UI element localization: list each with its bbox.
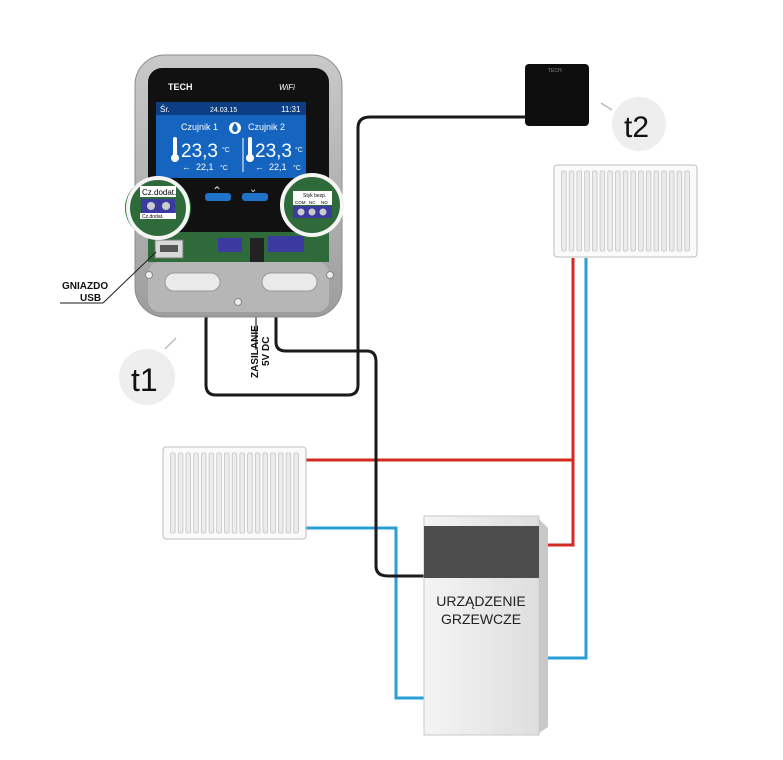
radiator-fin — [177, 452, 184, 534]
radiator-fin — [669, 170, 675, 252]
controller-device: TECH WiFi Śr. 24.03.15 11:31 Czujnik 1 C… — [125, 54, 344, 318]
radiator-fin — [231, 452, 238, 534]
screen-sensor2-temp: 23,3 — [255, 141, 292, 162]
radiator-fin — [576, 170, 582, 252]
radiator-fin — [239, 452, 245, 534]
controller-down-button[interactable]: ⌄ — [242, 184, 268, 201]
radiator-fin — [661, 170, 667, 252]
screen-sensor1-label: Czujnik 1 — [181, 122, 218, 132]
radiator-fin — [193, 452, 199, 534]
controller-screen: Śr. 24.03.15 11:31 Czujnik 1 Czujnik 2 2… — [156, 102, 306, 178]
return-pipes — [306, 258, 588, 700]
screen-sensor2-set: 22,1 — [269, 162, 287, 172]
radiator-fin — [224, 452, 230, 534]
terminal-left-label: Cz.dodat. — [142, 188, 176, 197]
radiator-fin — [622, 170, 629, 252]
regulator-body — [525, 64, 589, 126]
radiator-right — [553, 164, 698, 258]
radiator-fin — [607, 170, 613, 252]
radiator-fin — [638, 170, 644, 252]
supply-pipes — [306, 258, 575, 547]
power-label-line1: ZASILANIE — [250, 325, 261, 378]
chevron-down-icon: ⌄ — [249, 184, 257, 195]
screen-sensor1-set: 22,1 — [196, 162, 214, 172]
radiator-fin — [591, 170, 598, 252]
power-label-line2: 5V DC — [261, 337, 272, 366]
radiator-fin — [262, 452, 269, 534]
heating-device-panel — [424, 526, 539, 578]
screen-sensor1-temp: 23,3 — [181, 141, 218, 162]
arrow-left-icon: ← — [182, 162, 191, 172]
regulator-brand: TECH — [548, 68, 562, 74]
terminal-block-right — [268, 236, 304, 252]
screen-sensor1-set-unit: °C — [220, 164, 228, 172]
heating-device: URZĄDZENIE GRZEWCZE — [423, 515, 548, 736]
radiator-fin — [170, 452, 176, 534]
terminal-contact-no: NO — [321, 200, 328, 205]
controller-up-button[interactable]: ⌃ — [205, 184, 231, 201]
terminal-contact-nc: NC — [309, 200, 316, 205]
thermometer-icon — [246, 137, 254, 162]
radiator-fin — [684, 170, 690, 252]
usb-socket-label: GNIAZDO USB — [60, 251, 157, 304]
radiator-fin — [285, 452, 292, 534]
power-plug — [250, 238, 264, 264]
terminal-contact-com: COM — [295, 200, 306, 205]
terminal-callout-left: Cz.dodat. Cz.dodat. — [125, 176, 192, 240]
radiator-fin — [653, 170, 660, 252]
t1-label: t1 — [131, 362, 158, 398]
screen-day: Śr. — [160, 105, 170, 114]
radiator-fin — [216, 452, 222, 534]
radiator-left — [162, 446, 307, 540]
terminal-left-sub: Cz.dodat. — [142, 214, 163, 220]
radiator-fin — [247, 452, 253, 534]
screen-sensor1-unit: °C — [222, 146, 230, 154]
terminal-right-label: Styk bezp. — [303, 193, 326, 199]
terminal-callout-right: Styk bezp. COM NC NO — [280, 173, 344, 237]
t1-badge: t1 — [119, 337, 177, 405]
screen-sensor2-set-unit: °C — [293, 164, 301, 172]
radiator-fin — [584, 170, 590, 252]
controller-brand: TECH — [168, 82, 193, 92]
t2-badge: t2 — [600, 97, 666, 151]
screen-sensor2-label: Czujnik 2 — [248, 122, 285, 132]
radiator-fin — [615, 170, 621, 252]
radiator-fin — [645, 170, 652, 252]
power-supply-label: ZASILANIE 5V DC — [250, 325, 272, 378]
usb-label-line1: GNIAZDO — [62, 281, 108, 292]
chevron-up-icon: ⌃ — [212, 184, 222, 198]
terminal-block-left — [218, 238, 242, 252]
radiator-fin — [278, 452, 284, 534]
radiator-fin — [561, 170, 567, 252]
heater-label-line2: GRZEWCZE — [441, 611, 521, 627]
screen-date: 24.03.15 — [210, 107, 237, 114]
radiator-fin — [185, 452, 191, 534]
radiator-fin — [568, 170, 575, 252]
usb-label-line2: USB — [80, 293, 101, 304]
radiator-fin — [599, 170, 606, 252]
room-regulator-t2: TECH — [525, 64, 589, 126]
arrow-left-icon: ← — [255, 162, 264, 172]
t2-label: t2 — [624, 111, 649, 144]
controller-wifi-label: WiFi — [279, 83, 295, 92]
thermometer-icon — [171, 137, 179, 162]
screen-sensor2-unit: °C — [295, 146, 303, 154]
radiator-fin — [254, 452, 261, 534]
radiator-fin — [208, 452, 215, 534]
screen-time: 11:31 — [281, 105, 301, 114]
radiator-fin — [200, 452, 207, 534]
radiator-fin — [270, 452, 276, 534]
radiator-fin — [630, 170, 636, 252]
heater-label-line1: URZĄDZENIE — [436, 593, 525, 609]
radiator-fin — [676, 170, 683, 252]
radiator-fin — [293, 452, 299, 534]
